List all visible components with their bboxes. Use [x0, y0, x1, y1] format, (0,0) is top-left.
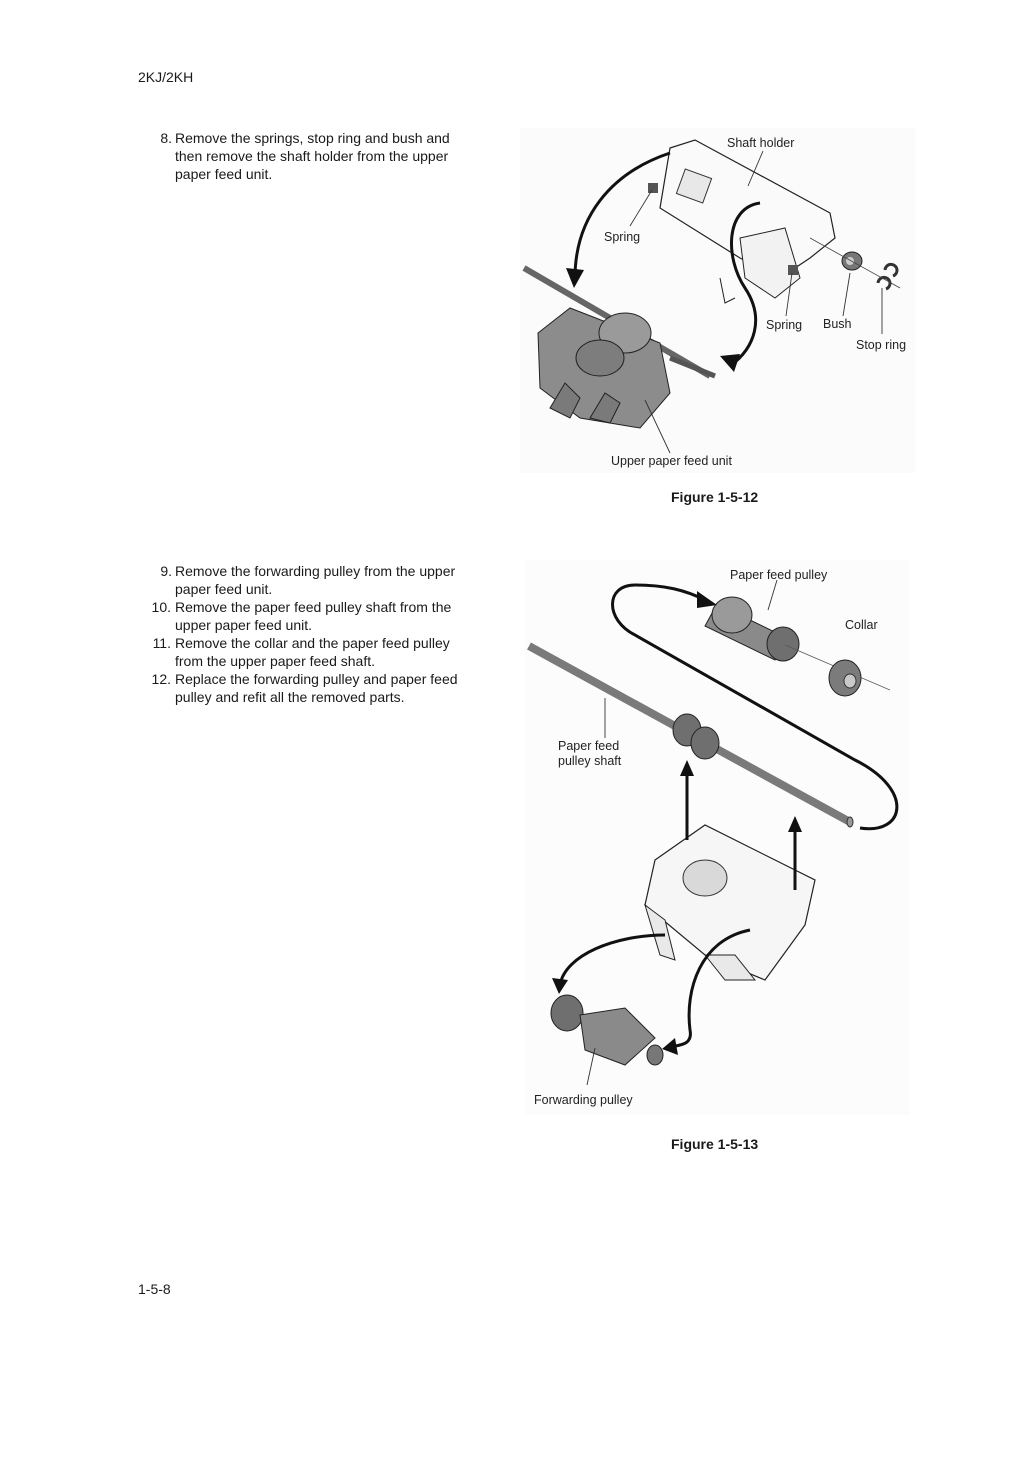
paper-feed-pulley-part	[704, 596, 800, 662]
paper-feed-unit-frame-part	[644, 824, 816, 981]
label-collar: Collar	[845, 618, 878, 632]
label-spring-left: Spring	[604, 230, 640, 244]
step-text: Remove the collar and the paper feed pul…	[175, 635, 450, 669]
step-item: 8. Remove the springs, stop ring and bus…	[150, 129, 470, 183]
step-list-1: 8. Remove the springs, stop ring and bus…	[150, 129, 470, 183]
step-list-2: 9. Remove the forwarding pulley from the…	[150, 562, 470, 706]
step-text: Remove the forwarding pulley from the up…	[175, 563, 456, 597]
step-number: 10.	[151, 599, 171, 615]
paper-feed-pulley-shaft-part	[527, 642, 854, 828]
forwarding-pulley-part	[550, 994, 664, 1066]
spring-right-part	[788, 265, 798, 275]
step-text: Remove the paper feed pulley shaft from …	[175, 599, 452, 633]
figure-caption-1-5-13: Figure 1-5-13	[671, 1136, 759, 1152]
collar-part	[828, 659, 862, 697]
label-shaft-holder: Shaft holder	[727, 136, 794, 150]
step-text: Remove the springs, stop ring and bush a…	[175, 130, 450, 182]
figure-1-5-13-illustration: Paper feed pulley Collar Paper feed pull…	[525, 560, 910, 1115]
step-number: 11.	[152, 635, 171, 651]
step-number: 9.	[160, 563, 172, 579]
label-spring-right: Spring	[766, 318, 802, 332]
stop-ring-part	[876, 262, 899, 291]
upper-paper-feed-unit-part	[522, 265, 716, 429]
step-item: 10. Remove the paper feed pulley shaft f…	[150, 598, 470, 634]
step-item: 12. Replace the forwarding pulley and pa…	[150, 670, 470, 706]
document-model-header: 2KJ/2KH	[138, 69, 194, 85]
step-item: 11. Remove the collar and the paper feed…	[150, 634, 470, 670]
figure-caption-1-5-12: Figure 1-5-12	[671, 489, 759, 505]
label-forwarding-pulley: Forwarding pulley	[534, 1093, 633, 1107]
label-upper-paper-feed-unit: Upper paper feed unit	[611, 454, 732, 468]
figure-1-5-12-illustration: Shaft holder Spring Spring Bush Stop rin…	[520, 128, 915, 473]
step-item: 9. Remove the forwarding pulley from the…	[150, 562, 470, 598]
step-number: 12.	[151, 671, 171, 687]
spring-left-part	[648, 183, 658, 193]
label-stop-ring: Stop ring	[856, 338, 906, 352]
label-paper-feed-pulley-shaft-line1: Paper feed	[558, 739, 619, 753]
label-paper-feed-pulley-shaft-line2: pulley shaft	[558, 754, 622, 768]
label-bush: Bush	[823, 317, 852, 331]
step-text: Replace the forwarding pulley and paper …	[175, 671, 458, 705]
label-paper-feed-pulley: Paper feed pulley	[730, 568, 828, 582]
step-number: 8.	[160, 130, 172, 146]
page-number-footer: 1-5-8	[138, 1281, 171, 1297]
